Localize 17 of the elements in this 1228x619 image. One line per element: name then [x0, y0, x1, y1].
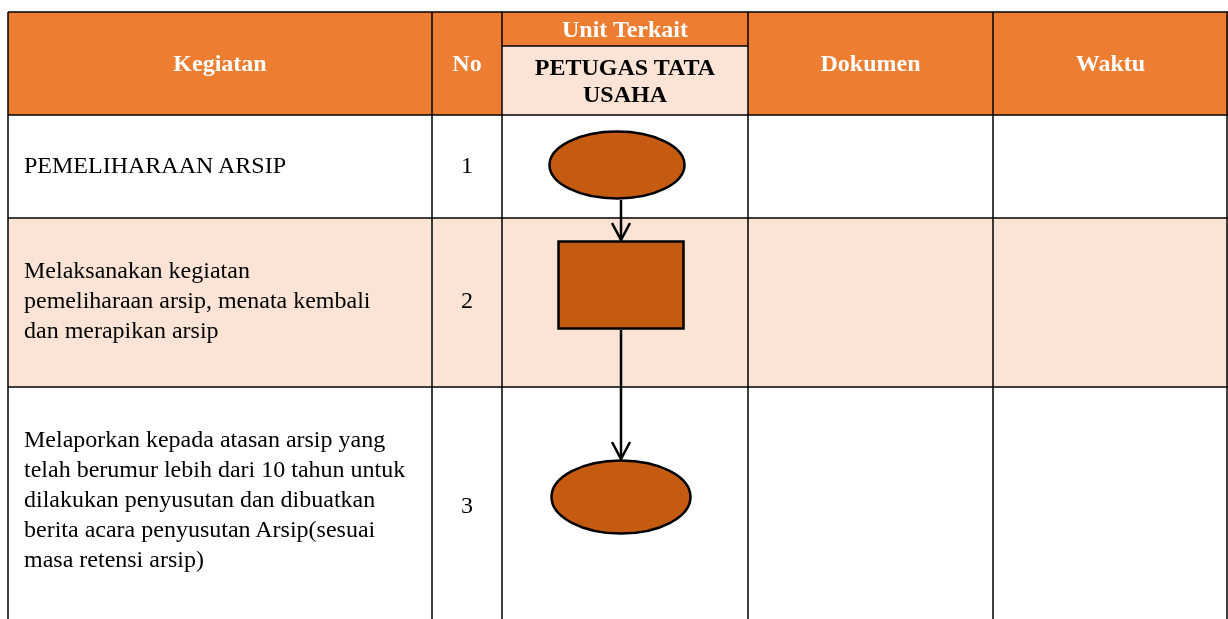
- arrow: [610, 200, 632, 242]
- column-subheader: PETUGAS TATA USAHA: [502, 46, 748, 115]
- step-number: 3: [460, 491, 474, 520]
- activity-text: Melaporkan kepada atasan arsip yang telah berumur lebih dari 10 tahun untuk dilakukan penyusutan dan dibuatkan berita acara penyusutan Arsip(sesuai masa retensi arsip): [24, 425, 407, 574]
- column-header: Dokumen: [748, 12, 993, 115]
- column-header: No: [432, 12, 502, 115]
- terminator-ellipse: [548, 130, 686, 200]
- activity-text: PEMELIHARAAN ARSIP: [24, 151, 288, 180]
- arrow: [610, 330, 632, 461]
- terminator-ellipse: [550, 459, 692, 535]
- column-header: Unit Terkait: [502, 12, 748, 46]
- step-number: 2: [460, 286, 474, 315]
- column-header: Kegiatan: [8, 12, 432, 115]
- column-header: Waktu: [993, 12, 1228, 115]
- step-number: 1: [460, 151, 474, 180]
- activity-text: Melaksanakan kegiatan pemeliharaan arsip, menata kembali dan merapikan arsip: [24, 256, 372, 345]
- process-box: [557, 240, 685, 330]
